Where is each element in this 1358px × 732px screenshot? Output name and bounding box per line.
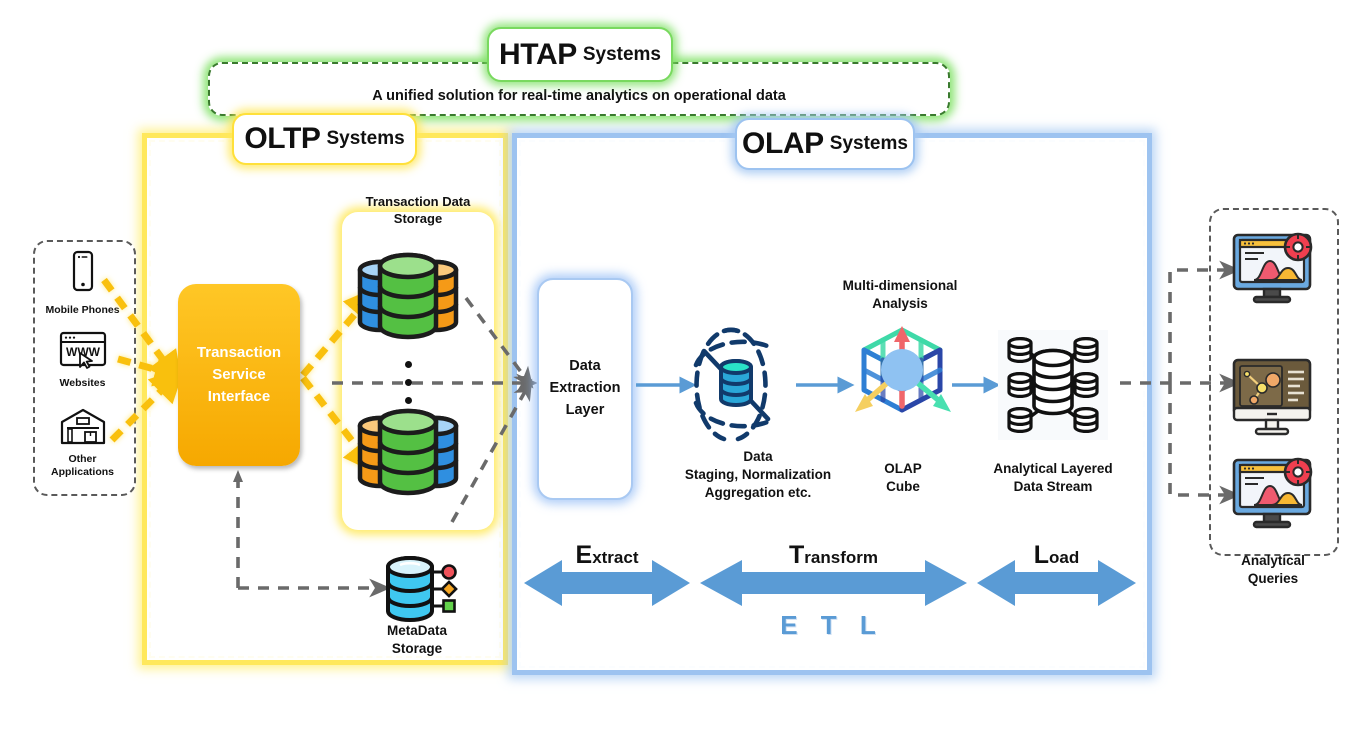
htap-systems-badge[interactable]: HTAP Systems [487,27,673,82]
data-sources-group [33,240,136,496]
analytical-queries-label: Analytical Queries [1200,552,1346,588]
tds-title-line-2: Storage [393,210,443,226]
load-arrow [977,560,1136,606]
metadata-label-line-2: Storage [391,641,443,657]
tsi-line-3: Interface [207,387,271,405]
extract-arrow [524,560,690,606]
del-line-3: Layer [565,401,605,418]
data-extraction-layer[interactable]: Data Extraction Layer [537,278,633,500]
alds-line-1: Analytical Layered [993,461,1113,476]
cube-line-1: OLAP [884,461,922,476]
dashboard-monitor-icon [1232,457,1313,529]
data-staging-caption: Data Staging, Normalization Aggregation … [658,448,858,501]
load-rest: oad [1049,548,1080,567]
aq-label-line-2: Queries [1247,571,1299,587]
dashboard-monitor-icon [1232,232,1313,304]
transform-arrow [700,560,967,606]
website-www-icon: WWW [59,331,106,369]
etl-step-transform: Transform [700,541,967,570]
transaction-data-storage-title: Transaction Data Storage [330,194,506,228]
etl-step-extract: Extract [524,541,690,570]
del-line-2: Extraction [549,380,621,397]
staging-line-1: Data [743,449,773,464]
etl-arrows [524,560,1136,606]
tsi-line-2: Service [212,366,266,384]
layered-data-stream-icon [998,330,1108,440]
data-staging-orbit-icon [693,327,777,442]
source-label: Other [68,453,97,465]
svg-text:WWW: WWW [66,345,101,359]
metadata-label-line-1: MetaData [386,623,448,638]
htap-subtitle: A unified solution for real-time analyti… [372,88,786,104]
mobile-phone-icon [72,250,93,292]
aq-label-line-1: Analytical [1241,553,1305,568]
storage-continuation-dots [398,350,418,415]
oltp-badge-suffix: Systems [326,128,405,149]
load-capital: L [1033,541,1050,569]
olap-badge-main: OLAP [742,127,824,160]
olap-badge-suffix: Systems [829,133,908,154]
network-graph-monitor-icon [1232,358,1312,436]
staging-line-2: Staging, Normalization [684,466,832,482]
mda-line-1: Multi-dimensional [842,278,958,293]
source-label: Mobile Phones [45,304,120,316]
etl-step-load: Load [977,541,1136,570]
database-stack-icon [357,252,459,340]
database-stack-icon [357,408,459,496]
del-line-1: Data [569,358,601,375]
alds-line-2: Data Stream [1013,478,1093,494]
source-label: Websites [59,377,106,389]
oltp-systems-badge[interactable]: OLTP Systems [232,113,417,165]
metadata-storage-label: MetaData Storage [352,622,482,658]
source-websites: WWW Websites [33,331,132,389]
olap-systems-badge[interactable]: OLAP Systems [735,118,915,170]
olap-cube-icon [855,326,951,413]
olap-cube-caption: OLAP Cube [840,460,966,496]
etl-acronym: E T L [780,610,884,640]
htap-badge-suffix: Systems [582,43,661,65]
htap-badge-main: HTAP [498,37,577,71]
mda-line-2: Analysis [872,295,928,311]
staging-line-3: Aggregation etc. [704,484,812,500]
transform-rest: ransform [804,548,878,567]
source-label-2: Applications [50,466,114,479]
multi-dimensional-analysis-caption: Multi-dimensional Analysis [820,277,980,313]
extract-capital: E [575,541,593,569]
oltp-badge-main: OLTP [244,122,321,155]
cube-line-2: Cube [886,478,920,494]
analytical-layered-data-stream-caption: Analytical Layered Data Stream [968,460,1138,496]
transaction-service-interface[interactable]: Transaction Service Interface [178,284,300,466]
source-other-applications: Other Applications [33,407,132,478]
warehouse-icon [60,408,105,445]
tds-title-line-1: Transaction Data [365,194,471,209]
tsi-line-1: Transaction [196,344,282,362]
extract-rest: xtract [592,548,639,567]
source-mobile-phones: Mobile Phones [33,250,132,316]
transform-capital: T [789,541,805,569]
